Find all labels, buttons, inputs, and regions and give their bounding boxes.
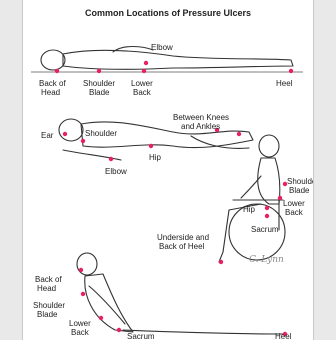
- marker-shoulder-blade: [81, 292, 85, 296]
- label-shoulder-blade-2: Blade: [89, 88, 110, 97]
- label-reclining-lower-back-1: Lower: [69, 319, 91, 328]
- label-reclining-shoulder-1: Shoulder: [33, 301, 65, 310]
- marker-heel: [289, 69, 293, 73]
- label-lower-back-2: Back: [133, 88, 152, 97]
- label-ear: Ear: [41, 131, 54, 140]
- torso-outline: [258, 158, 280, 204]
- label-reclining-sacrum: Sacrum: [127, 332, 155, 340]
- head-outline: [59, 119, 83, 141]
- marker-elbow: [109, 157, 113, 161]
- label-reclining-shoulder-2: Blade: [37, 310, 58, 319]
- label-wheelchair-shoulder-2: Blade: [289, 186, 310, 195]
- marker-hip: [149, 144, 153, 148]
- marker-sacrum: [117, 328, 121, 332]
- label-hip: Hip: [149, 153, 162, 162]
- arm-outline: [89, 286, 125, 324]
- label-underside-heel-1: Underside and: [157, 233, 209, 242]
- label-wheelchair-sacrum: Sacrum: [251, 225, 279, 234]
- label-wheelchair-shoulder-1: Shoulder: [287, 177, 313, 186]
- marker-shoulder: [81, 139, 85, 143]
- marker-underside-heel: [219, 260, 223, 264]
- label-wheelchair-lower-back-2: Back: [285, 208, 304, 217]
- label-heel: Heel: [276, 79, 293, 88]
- pressure-ulcer-diagram: Back of Head Shoulder Blade Lower Back E…: [23, 0, 313, 340]
- label-back-of-head-2: Head: [41, 88, 60, 97]
- label-reclining-back-of-head-1: Back of: [35, 275, 62, 284]
- marker-sacrum: [265, 214, 269, 218]
- marker-shoulder-blade: [97, 69, 101, 73]
- label-back-of-head-1: Back of: [39, 79, 66, 88]
- label-wheelchair-hip: Hip: [243, 205, 256, 214]
- label-shoulder: Shoulder: [85, 129, 117, 138]
- label-underside-heel-2: Back of Heel: [159, 242, 205, 251]
- label-elbow: Elbow: [105, 167, 127, 176]
- marker-back-of-head: [79, 268, 83, 272]
- label-between-knees-2: and Ankles: [181, 122, 220, 131]
- reclining-figure: [77, 253, 285, 334]
- label-shoulder-blade-1: Shoulder: [83, 79, 115, 88]
- marker-hip: [265, 206, 269, 210]
- marker-ankles: [237, 132, 241, 136]
- marker-elbow: [144, 61, 148, 65]
- label-reclining-heel: Heel: [275, 332, 292, 340]
- artist-signature: C. Lynn: [249, 255, 284, 265]
- head-outline: [41, 50, 65, 70]
- marker-back-of-head: [55, 69, 59, 73]
- marker-lower-back: [278, 196, 282, 200]
- label-between-knees-1: Between Knees: [173, 113, 229, 122]
- label-lower-back-1: Lower: [131, 79, 153, 88]
- label-elbow: Elbow: [151, 43, 173, 52]
- body-outline: [63, 50, 293, 69]
- marker-lower-back: [99, 316, 103, 320]
- wheelchair-figure: [219, 135, 285, 262]
- torso-outline: [85, 274, 133, 332]
- label-wheelchair-lower-back-1: Lower: [283, 199, 305, 208]
- marker-ear: [63, 132, 67, 136]
- marker-lower-back: [142, 69, 146, 73]
- head-outline: [259, 135, 279, 157]
- label-reclining-lower-back-2: Back: [71, 328, 90, 337]
- illustration-panel: Common Locations of Pressure Ulcers Back…: [22, 0, 314, 340]
- label-reclining-back-of-head-2: Head: [37, 284, 56, 293]
